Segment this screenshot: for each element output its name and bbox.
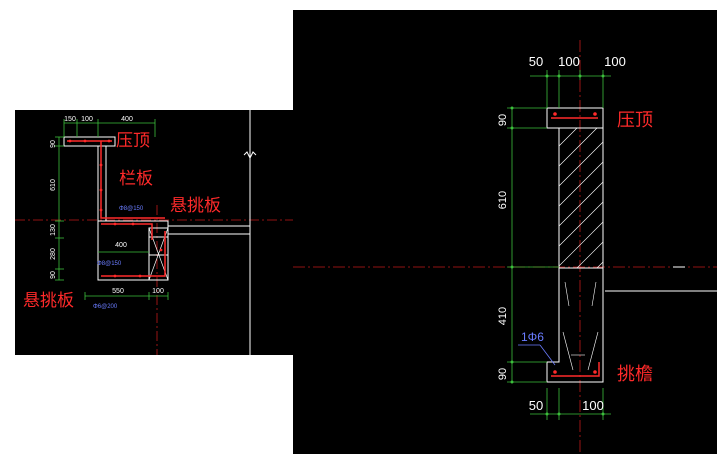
- right-dim-top-3: 100: [604, 54, 626, 69]
- left-dim-bottom-1: 550: [112, 288, 124, 295]
- right-rebar-leader: [539, 344, 556, 366]
- left-coping-outline: [63, 136, 116, 147]
- left-dim-side-1: 90: [50, 140, 57, 148]
- left-dim-top-2: 100: [81, 116, 93, 123]
- left-dim-side-4: 280: [50, 248, 57, 260]
- right-dim-top-1: 50: [529, 54, 543, 69]
- left-dim-top-3: 400: [121, 116, 133, 123]
- right-detail-panel: 50 100 100 90 610 410 90 50 100 1Φ6 压顶 挑…: [293, 10, 717, 454]
- right-label-eave: 挑檐: [617, 364, 653, 385]
- left-label-cantilever-lower: 悬挑板: [23, 291, 74, 311]
- left-dimension-lines: [55, 119, 169, 300]
- right-dimension-ticks: [510, 74, 605, 416]
- left-dim-side-3: 130: [50, 224, 57, 236]
- left-label-cantilever-upper: 悬挑板: [170, 196, 221, 216]
- right-eave-marks: [562, 281, 599, 371]
- right-dim-top-2: 100: [558, 54, 580, 69]
- right-dim-side-2: 610: [497, 191, 509, 209]
- right-detail-drawing: 50 100 100 90 610 410 90 50 100 1Φ6 压顶 挑…: [293, 40, 717, 454]
- left-dim-top-1: 150: [64, 116, 76, 123]
- left-edge-beam-outline: [148, 227, 169, 281]
- left-dim-mid: 400: [115, 242, 127, 249]
- left-rebar-dots: [68, 139, 163, 278]
- left-rebar-note-3: Φ6@200: [93, 304, 118, 310]
- right-dim-side-4: 90: [497, 368, 509, 380]
- left-parapet-rebar: [100, 141, 165, 219]
- left-dim-side-2: 610: [50, 179, 57, 191]
- right-rebar-note: 1Φ6: [521, 330, 544, 344]
- left-label-coping: 压顶: [116, 131, 150, 151]
- right-dim-bottom-2: 100: [582, 398, 604, 413]
- right-eave-outline: [546, 268, 604, 383]
- right-label-coping: 压顶: [617, 110, 653, 131]
- right-parapet-hatch: [558, 127, 604, 269]
- right-rebar-dots: [553, 112, 597, 374]
- left-slab-top-rebar: [101, 223, 153, 240]
- left-rebar-note-2: Φ8@150: [97, 261, 122, 267]
- left-label-parapet: 栏板: [119, 169, 153, 189]
- right-dim-side-1: 90: [497, 114, 509, 126]
- left-dim-side-5: 90: [50, 271, 57, 279]
- right-parapet-outline: [558, 127, 604, 269]
- right-dim-side-3: 410: [497, 307, 509, 325]
- left-slab-bottom-rebar: [101, 231, 166, 277]
- left-detail-drawing: 150 100 400 90 610 130 280 90 400 550 10…: [15, 110, 293, 355]
- right-dim-bottom-1: 50: [529, 398, 543, 413]
- left-rebar-note-1: Φ8@150: [119, 206, 144, 212]
- right-eave-rebar: [551, 362, 600, 377]
- left-break-symbol: [243, 151, 257, 160]
- left-detail-panel: 150 100 400 90 610 130 280 90 400 550 10…: [15, 110, 293, 355]
- left-dim-bottom-2: 100: [152, 288, 164, 295]
